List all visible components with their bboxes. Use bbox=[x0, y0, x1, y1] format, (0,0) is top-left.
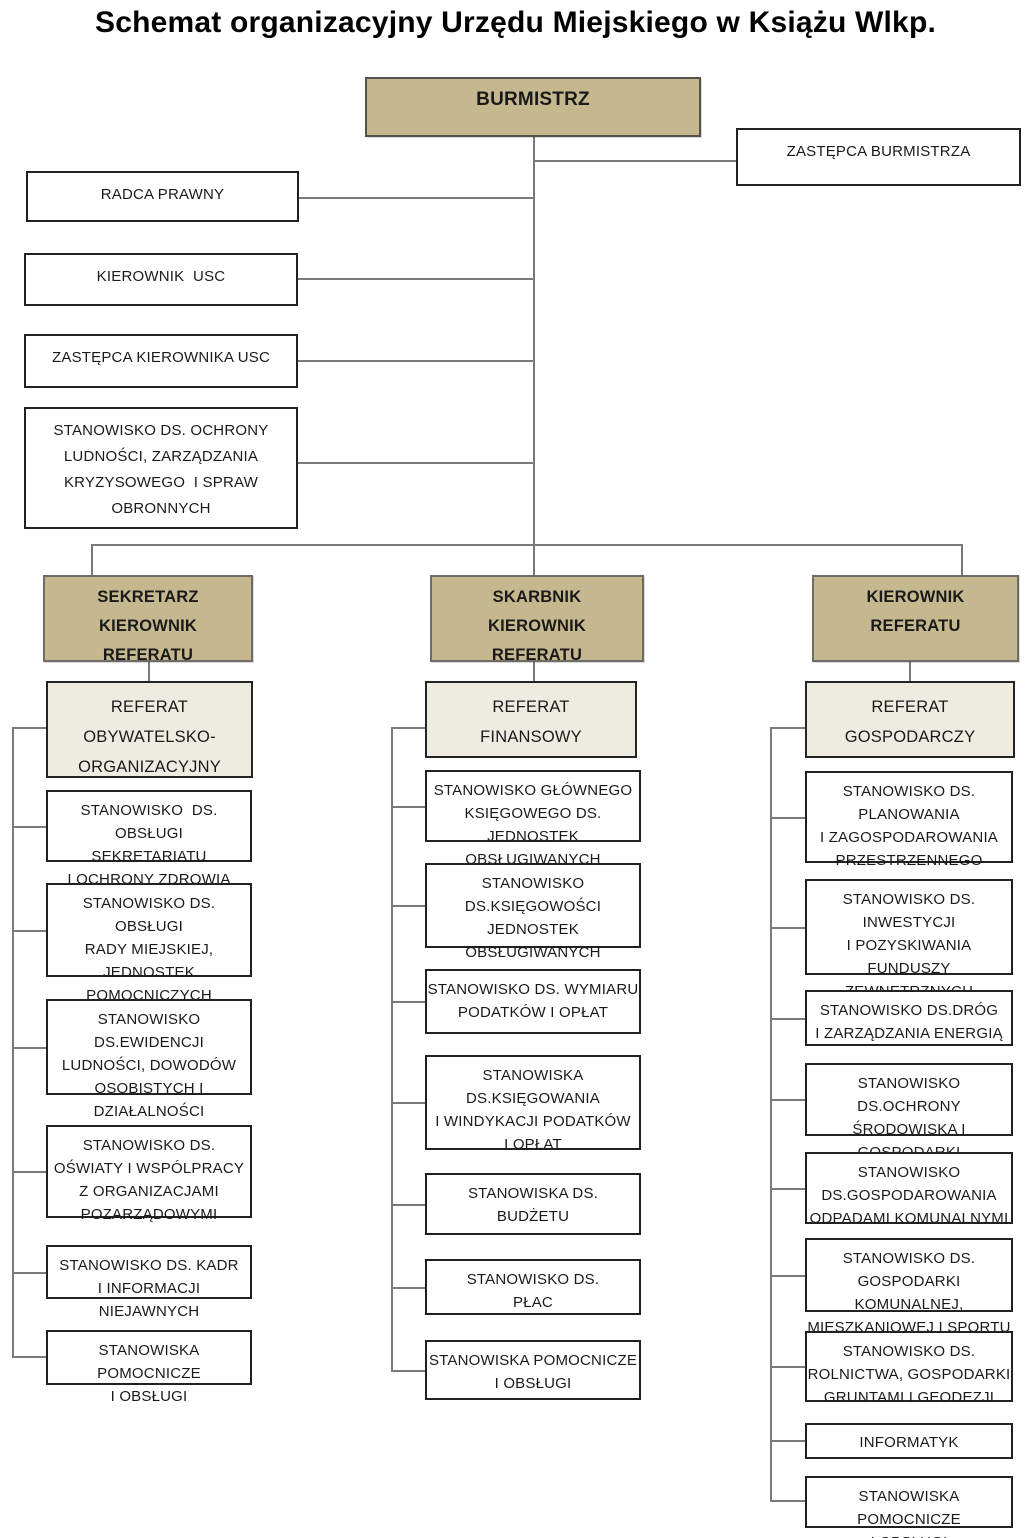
org-node-radca-prawny: RADCA PRAWNY bbox=[26, 171, 299, 222]
connector-stub bbox=[12, 1356, 46, 1358]
connector-stub bbox=[391, 1102, 425, 1104]
org-node-position: STANOWISKO DS. GOSPODARKI KOMUNALNEJ, MI… bbox=[805, 1238, 1013, 1336]
connector-kierownik-usc bbox=[298, 278, 533, 280]
org-node-position: STANOWISKO DS.EWIDENCJI LUDNOŚCI, DOWODÓ… bbox=[46, 999, 252, 1143]
connector-spine-middle bbox=[391, 727, 393, 1372]
connector-radca bbox=[299, 197, 533, 199]
connector-stub bbox=[770, 1440, 805, 1442]
connector-stub bbox=[391, 1001, 425, 1003]
org-node-position: STANOWISKO DS. OŚWIATY I WSPÓLPRACY Z OR… bbox=[46, 1125, 252, 1223]
connector-stub bbox=[770, 1018, 805, 1020]
org-node-ochrona-ludnosci: STANOWISKO DS. OCHRONY LUDNOŚCI, ZARZĄDZ… bbox=[24, 407, 298, 529]
org-node-zastepca-kierownika-usc: ZASTĘPCA KIEROWNIKA USC bbox=[24, 334, 298, 388]
connector-stub bbox=[770, 1099, 805, 1101]
connector-stub bbox=[12, 1272, 46, 1274]
connector-stub bbox=[770, 1275, 805, 1277]
chart-title: Schemat organizacyjny Urzędu Miejskiego … bbox=[94, 6, 936, 39]
org-node-position: STANOWISKO DS. WYMIARU PODATKÓW I OPŁAT bbox=[425, 969, 641, 1034]
connector-zastepca-usc bbox=[298, 360, 533, 362]
org-node-position: STANOWISKO DS.KSIĘGOWOŚCI JEDNOSTEK OBSŁ… bbox=[425, 863, 641, 961]
connector-head-referat-1 bbox=[148, 662, 150, 681]
org-node-sekretarz: SEKRETARZ KIEROWNIK REFERATU bbox=[43, 575, 253, 664]
connector-stub bbox=[770, 1366, 805, 1368]
connector-branch-left bbox=[91, 544, 93, 575]
connector-stub bbox=[12, 1047, 46, 1049]
org-node-position: STANOWISKA POMOCNICZE I OBSŁUGI bbox=[46, 1330, 252, 1405]
connector-ochrona bbox=[298, 462, 533, 464]
connector-stub bbox=[12, 826, 46, 828]
org-node-position: STANOWISKO DS.OCHRONY ŚRODOWISKA I GOSPO… bbox=[805, 1063, 1013, 1184]
connector-head-referat-2 bbox=[533, 662, 535, 681]
connector-deputy bbox=[533, 160, 736, 162]
org-node-position: STANOWISKO DS. INWESTYCJI I POZYSKIWANIA… bbox=[805, 879, 1013, 1000]
connector-branch-line bbox=[91, 544, 963, 546]
connector-stub bbox=[12, 1171, 46, 1173]
connector-head-referat-3 bbox=[909, 662, 911, 681]
org-node-position: STANOWISKO DS. PŁAC bbox=[425, 1259, 641, 1315]
connector-stub bbox=[12, 930, 46, 932]
org-node-position: STANOWISKO DS. OBSŁUGI RADY MIEJSKIEJ, J… bbox=[46, 883, 252, 1027]
org-node-position: STANOWISKA DS.KSIĘGOWANIA I WINDYKACJI P… bbox=[425, 1055, 641, 1153]
org-node-position: STANOWISKO DS. OBSŁUGI SEKRETARIATU I OC… bbox=[46, 790, 252, 888]
connector-stub bbox=[770, 1188, 805, 1190]
connector-stub bbox=[391, 727, 425, 729]
org-node-position: STANOWISKO DS. KADR I INFORMACJI NIEJAWN… bbox=[46, 1245, 252, 1320]
org-node-referat-finansowy: REFERAT FINANSOWY bbox=[425, 681, 637, 758]
connector-trunk bbox=[533, 137, 535, 575]
connector-spine-left bbox=[12, 727, 14, 1358]
org-node-kierownik-usc: KIEROWNIK USC bbox=[24, 253, 298, 306]
connector-stub bbox=[391, 1370, 425, 1372]
org-node-referat-obywatelsko-organizacyjny: REFERAT OBYWATELSKO- ORGANIZACYJNY bbox=[46, 681, 253, 778]
connector-stub bbox=[391, 1287, 425, 1289]
org-node-zastepca-burmistrza: ZASTĘPCA BURMISTRZA bbox=[736, 128, 1021, 186]
org-node-skarbnik: SKARBNIK KIEROWNIK REFERATU bbox=[430, 575, 644, 664]
connector-stub bbox=[770, 1500, 805, 1502]
org-node-position: STANOWISKO GŁÓWNEGO KSIĘGOWEGO DS. JEDNO… bbox=[425, 770, 641, 868]
connector-stub bbox=[391, 806, 425, 808]
org-node-burmistrz: BURMISTRZ bbox=[365, 77, 701, 137]
org-node-position: INFORMATYK bbox=[805, 1423, 1013, 1459]
org-node-position: STANOWISKO DS.DRÓG I ZARZĄDZANIA ENERGIĄ bbox=[805, 990, 1013, 1046]
connector-stub bbox=[770, 727, 805, 729]
org-node-position: STANOWISKO DS. PLANOWANIA I ZAGOSPODAROW… bbox=[805, 771, 1013, 869]
org-node-position: STANOWISKA POMOCNICZE I OBSŁUGI bbox=[425, 1340, 641, 1400]
connector-spine-right bbox=[770, 727, 772, 1502]
org-node-position: STANOWISKA POMOCNICZE I OBSŁUGI bbox=[805, 1476, 1013, 1538]
connector-branch-right bbox=[961, 544, 963, 575]
org-node-position: STANOWISKA DS. BUDŻETU bbox=[425, 1173, 641, 1235]
connector-stub bbox=[770, 817, 805, 819]
org-node-position: STANOWISKO DS. ROLNICTWA, GOSPODARKI GRU… bbox=[805, 1331, 1013, 1406]
connector-stub bbox=[391, 1204, 425, 1206]
connector-stub bbox=[391, 905, 425, 907]
connector-stub bbox=[12, 727, 46, 729]
org-node-position: STANOWISKO DS.GOSPODAROWANIA ODPADAMI KO… bbox=[805, 1152, 1013, 1227]
org-node-kierownik-referatu: KIEROWNIK REFERATU bbox=[812, 575, 1019, 662]
connector-stub bbox=[770, 927, 805, 929]
org-node-referat-gospodarczy: REFERAT GOSPODARCZY bbox=[805, 681, 1015, 758]
